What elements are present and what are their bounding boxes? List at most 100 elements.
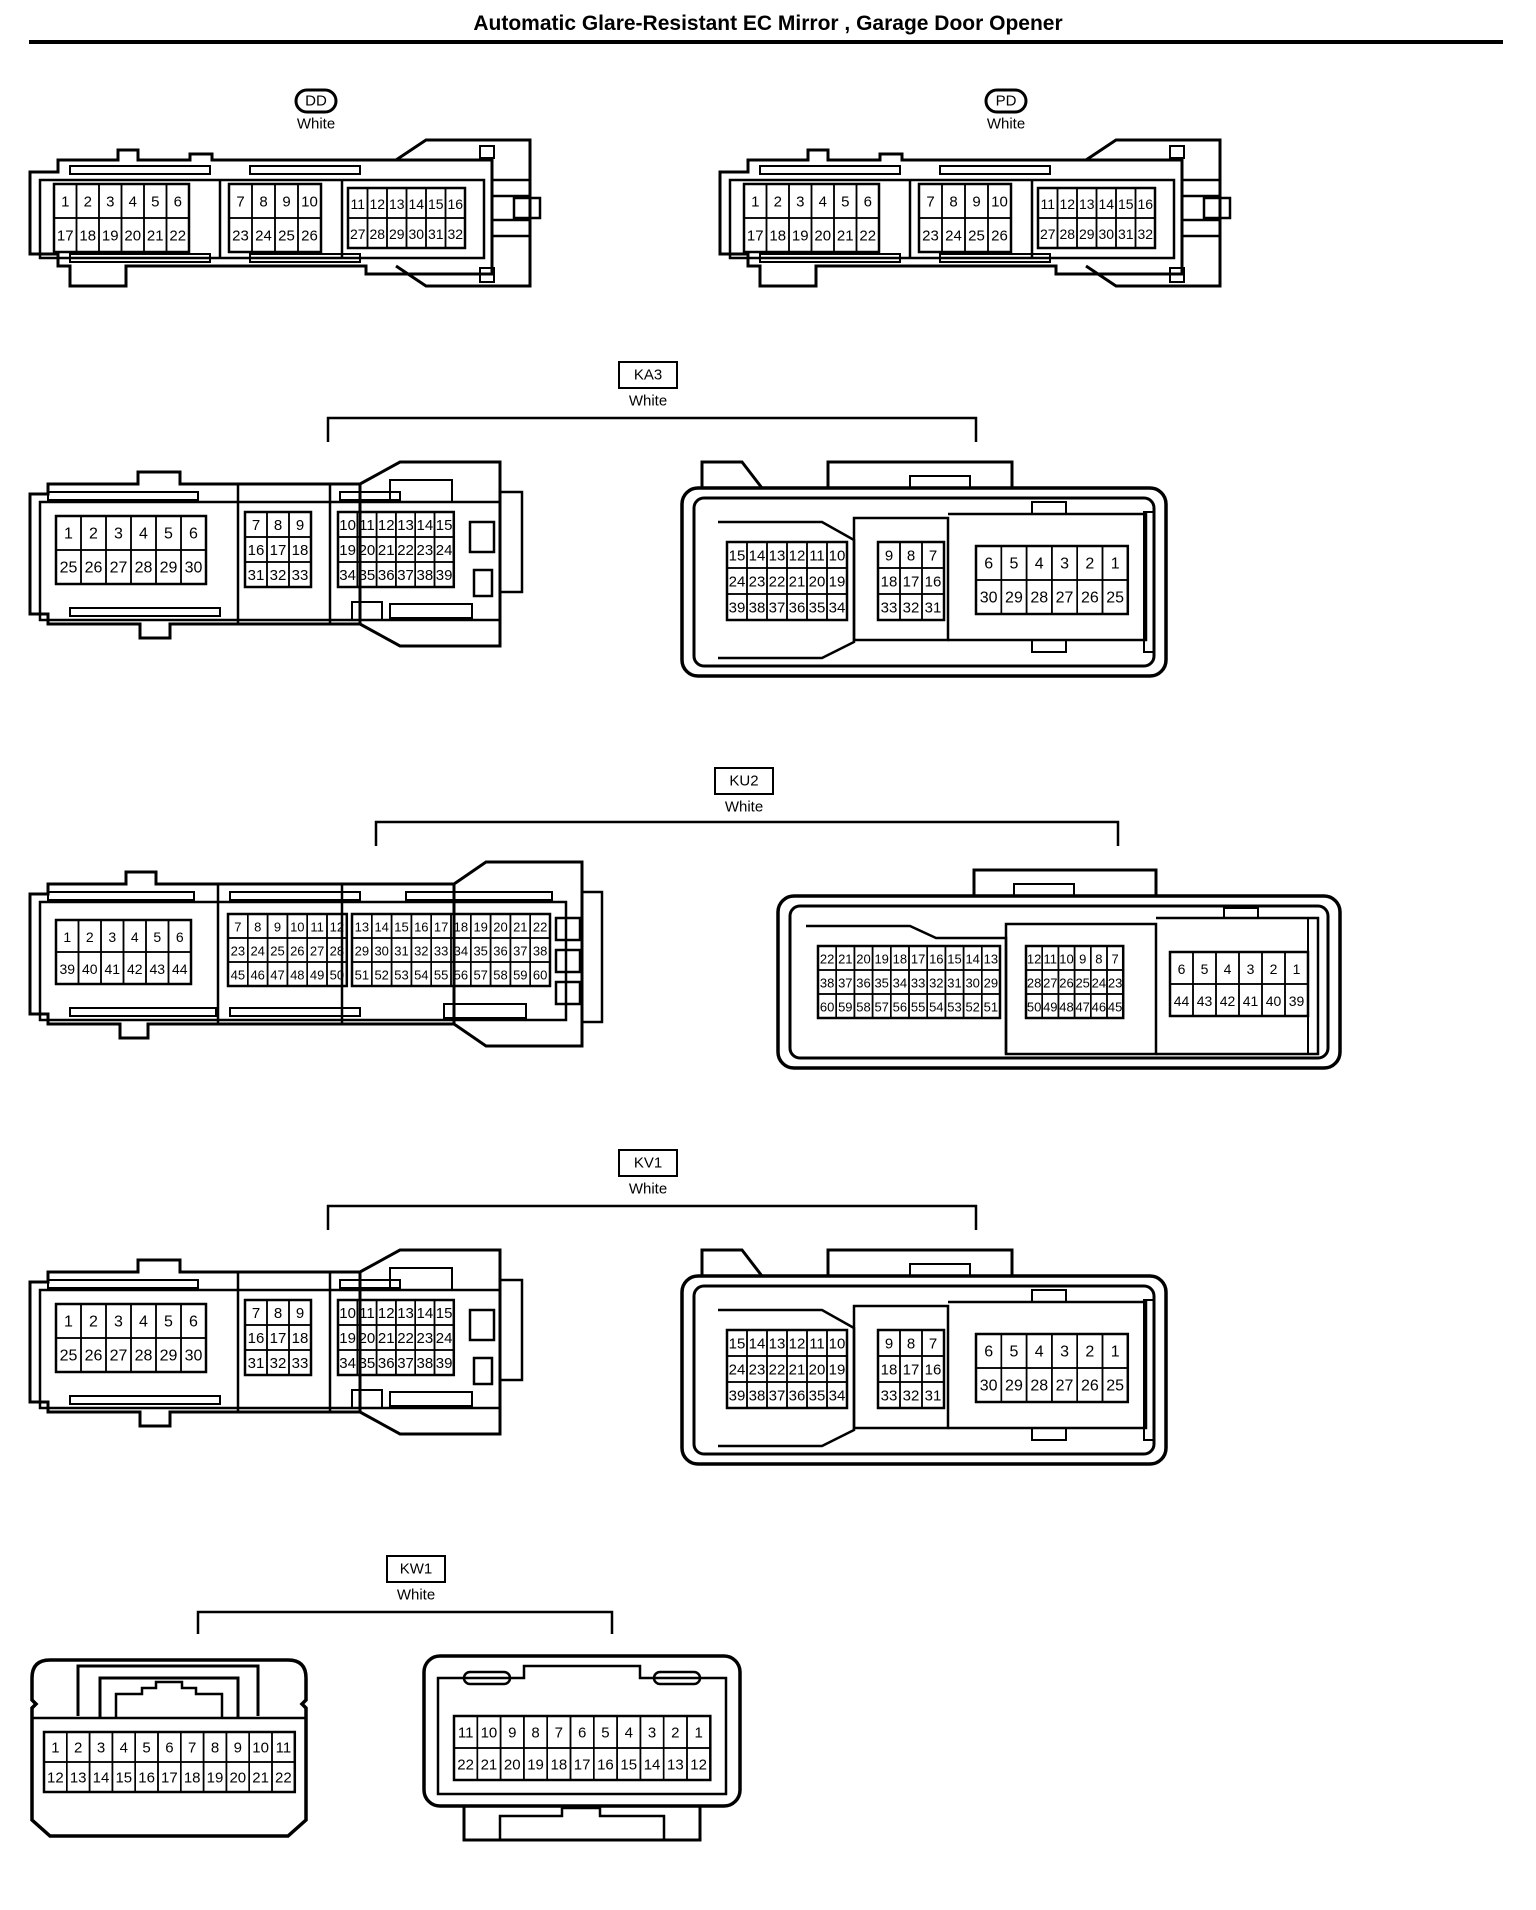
pin-number: 19: [339, 542, 356, 559]
pin-number: 24: [436, 1330, 453, 1347]
pin-number: 18: [454, 920, 468, 935]
pin-number: 26: [991, 228, 1008, 245]
pin-number: 44: [1174, 993, 1190, 1009]
pin-number: 14: [965, 952, 979, 967]
pin-number: 25: [60, 560, 78, 577]
connector-code: DD: [305, 93, 327, 110]
pin-number: 17: [911, 952, 925, 967]
pin-number: 26: [85, 1348, 103, 1365]
pin-number: 26: [85, 560, 103, 577]
pin-number: 2: [1085, 556, 1094, 573]
pin-number: 1: [64, 526, 73, 543]
pin-number: 23: [749, 574, 766, 591]
pin-number: 27: [350, 226, 366, 242]
pin-number: 42: [127, 961, 143, 977]
pin-number: 17: [747, 228, 764, 245]
pin-number: 6: [189, 526, 198, 543]
pin-number: 36: [378, 1355, 395, 1372]
connector-code: PD: [996, 93, 1017, 110]
pin-number: 5: [153, 929, 161, 945]
pin-number: 20: [504, 1757, 521, 1774]
connector-code: KW1: [400, 1561, 433, 1578]
pin-number: 21: [252, 1770, 269, 1787]
pin-number: 13: [769, 1336, 786, 1353]
pin-number: 49: [310, 968, 324, 983]
pin-number: 49: [1043, 1000, 1057, 1015]
pin-number: 50: [330, 968, 344, 983]
pin-number: 8: [907, 548, 915, 565]
pin-number: 12: [789, 548, 806, 565]
pin-number: 18: [551, 1757, 568, 1774]
pin-number: 18: [881, 574, 898, 591]
pin-number: 5: [1009, 556, 1018, 573]
pin-number: 18: [292, 542, 309, 559]
pin-number: 13: [397, 517, 414, 534]
pin-number: 13: [984, 952, 998, 967]
pin-number: 31: [248, 567, 265, 584]
pin-number: 50: [1027, 1000, 1041, 1015]
pin-number: 16: [1137, 196, 1153, 212]
pin-number: 30: [980, 1378, 998, 1395]
pin-number: 6: [165, 1740, 173, 1757]
pin-number: 51: [355, 968, 369, 983]
pin-number: 24: [255, 228, 272, 245]
pin-number: 10: [290, 920, 304, 935]
bracket-ka3: [326, 416, 978, 442]
pin-number: 35: [874, 976, 888, 991]
pin-number: 11: [310, 920, 324, 935]
pin-number: 9: [885, 1336, 893, 1353]
pin-number: 27: [1056, 590, 1074, 607]
pin-number: 14: [417, 1305, 434, 1322]
pin-number: 18: [79, 228, 96, 245]
pin-number: 47: [1075, 1000, 1089, 1015]
pin-number: 32: [903, 1388, 920, 1405]
pin-number: 6: [864, 194, 872, 211]
pin-number: 11: [1044, 952, 1058, 967]
pin-number: 35: [809, 600, 826, 617]
pin-number: 21: [513, 920, 527, 935]
pin-number: 21: [789, 574, 806, 591]
pin-number: 12: [369, 196, 385, 212]
pin-number: 7: [234, 920, 241, 935]
pin-number: 3: [648, 1725, 656, 1742]
pin-number: 1: [1111, 1344, 1120, 1361]
pin-number: 28: [330, 944, 344, 959]
pin-number: 9: [282, 194, 290, 211]
pin-number: 23: [417, 1330, 434, 1347]
pin-number: 34: [829, 1388, 846, 1405]
pin-number: 3: [97, 1740, 105, 1757]
pin-number: 26: [290, 944, 304, 959]
connector-color: White: [725, 799, 763, 816]
pin-number: 26: [1059, 976, 1073, 991]
pin-number: 16: [138, 1770, 155, 1787]
pin-number: 30: [185, 1348, 203, 1365]
pin-number: 4: [1224, 961, 1232, 977]
pin-number: 12: [789, 1336, 806, 1353]
pin-number: 20: [493, 920, 507, 935]
pin-number: 25: [1106, 590, 1124, 607]
pin-number: 33: [292, 1355, 309, 1372]
pin-number: 28: [1030, 1378, 1048, 1395]
pin-number: 25: [270, 944, 284, 959]
pin-number: 55: [911, 1000, 925, 1015]
pin-number: 39: [729, 600, 746, 617]
pin-number: 17: [903, 1362, 920, 1379]
pin-number: 24: [1092, 976, 1106, 991]
pin-number: 24: [436, 542, 453, 559]
pin-number: 11: [809, 1336, 825, 1353]
pin-number: 33: [881, 600, 898, 617]
pin-number: 53: [947, 1000, 961, 1015]
pin-number: 21: [481, 1757, 498, 1774]
pin-number: 17: [270, 1330, 287, 1347]
